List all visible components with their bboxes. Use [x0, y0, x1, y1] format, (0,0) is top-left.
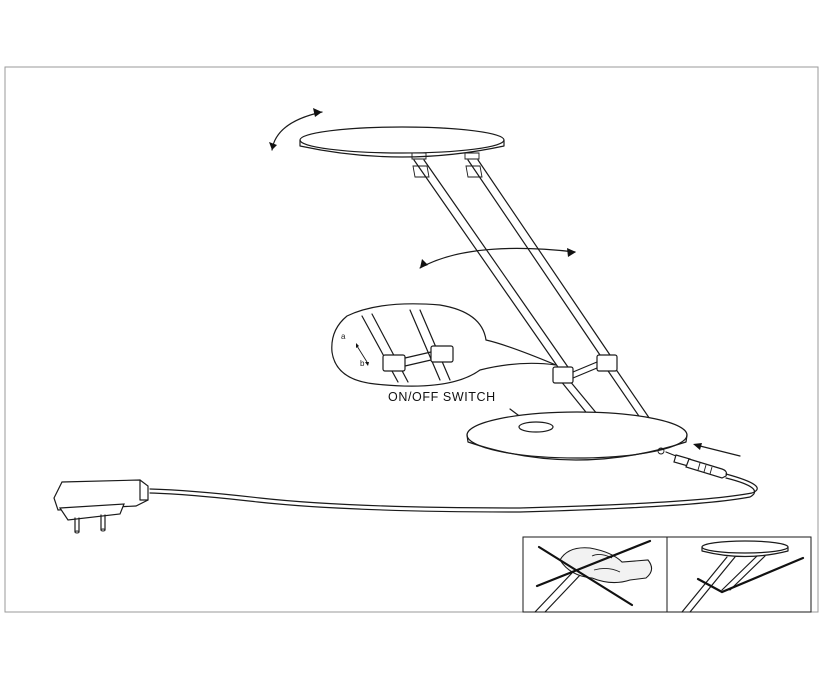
- warning-panel-no-touch: [522, 536, 668, 613]
- arm-joint: [552, 354, 618, 384]
- power-adapter: [53, 479, 149, 534]
- head-rotation-arrow: [269, 108, 323, 151]
- warning-panel-no-bend: [666, 536, 812, 613]
- lamp-head: [299, 126, 505, 160]
- on-off-switch-button: [518, 421, 554, 433]
- lamp-base: [466, 411, 688, 461]
- on-off-switch-label: ON/OFF SWITCH: [388, 390, 496, 404]
- detail-label-a: a: [341, 332, 346, 341]
- arm-rotation-arrow: [419, 247, 576, 269]
- diagram-frame: [4, 66, 819, 613]
- power-cable: [149, 473, 758, 509]
- detail-label-b: b: [360, 359, 365, 368]
- detail-callout: a b: [331, 303, 557, 387]
- plug-in-arrow: [693, 443, 741, 457]
- lamp-arm-right: [465, 159, 655, 426]
- dc-plug: [665, 451, 728, 479]
